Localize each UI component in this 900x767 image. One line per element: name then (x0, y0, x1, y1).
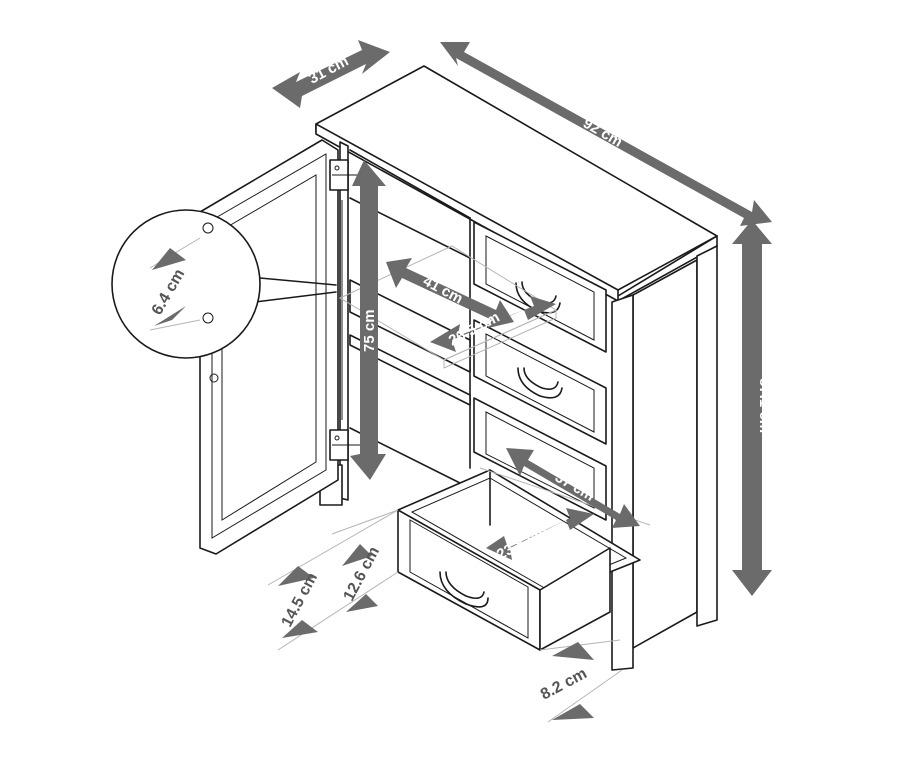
dim-leg-height: 8.2 cm (538, 642, 594, 720)
dim-inner-height: 75 cm (350, 160, 386, 480)
dim-drawer-inner-height: 12.6 cm (341, 544, 383, 612)
hole-spacing-callout: 6.4 cm (111, 209, 337, 359)
label-inner-height: 75 cm (361, 309, 378, 352)
label-width: 92 cm (580, 115, 625, 151)
open-drawer (397, 469, 641, 651)
label-height: 87.1 cm (756, 378, 773, 433)
shelf-outline-front (443, 309, 557, 369)
dim-drawer-front-height: 14.5 cm (278, 566, 321, 638)
dim-height: 87.1 cm (732, 220, 773, 596)
label-shelf-width: 41 cm (420, 273, 466, 308)
cabinet-body (315, 65, 718, 671)
